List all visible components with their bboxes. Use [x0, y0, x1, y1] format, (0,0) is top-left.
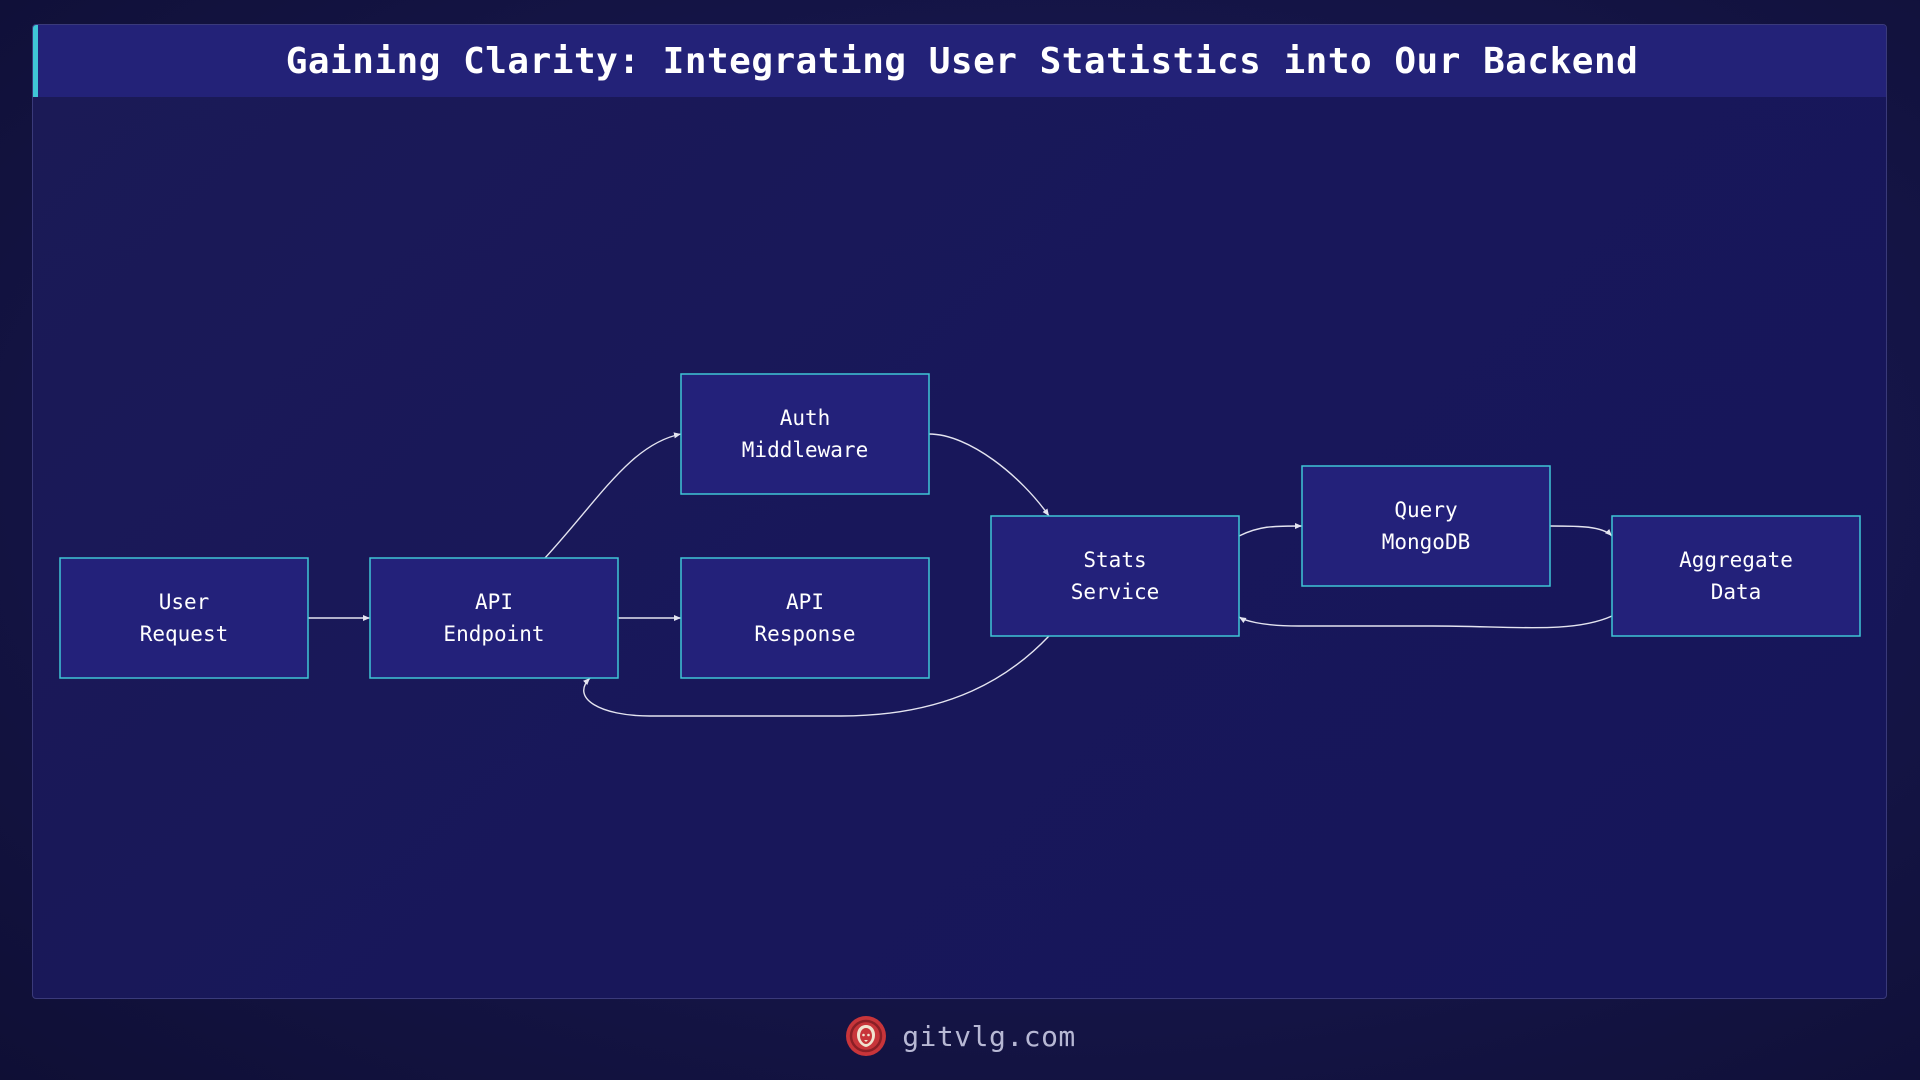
diagram-card: Gaining Clarity: Integrating User Statis… — [32, 24, 1887, 999]
lion-head-icon — [846, 1016, 887, 1056]
footer-site-label: gitvlg.com — [902, 1019, 1076, 1053]
page-title: Gaining Clarity: Integrating User Statis… — [285, 40, 1639, 82]
footer: gitvlg.com — [0, 1010, 1920, 1062]
title-bar: Gaining Clarity: Integrating User Statis… — [33, 25, 1886, 97]
